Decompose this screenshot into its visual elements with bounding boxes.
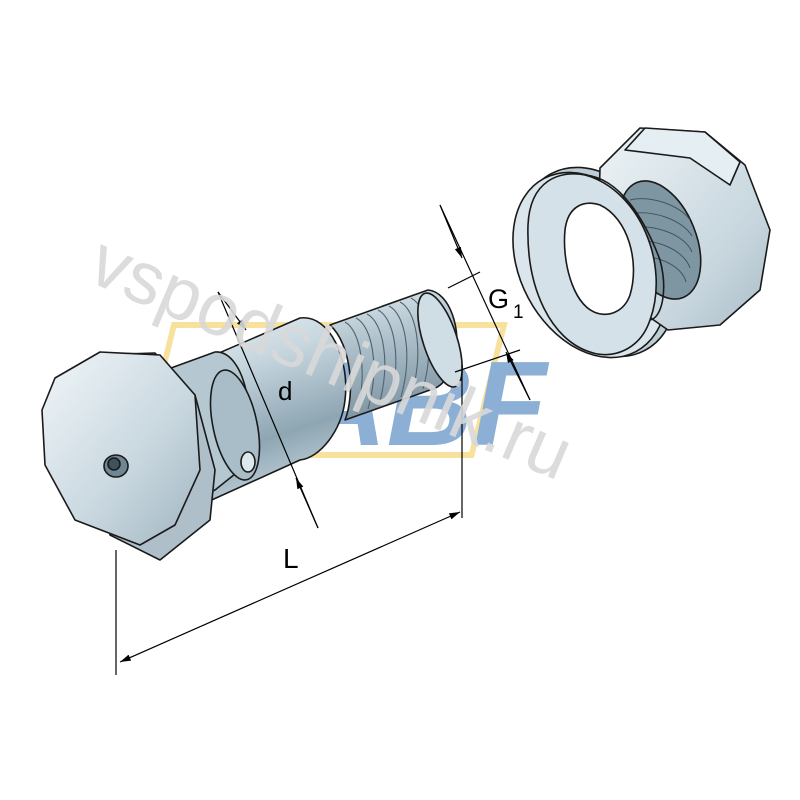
dim-g1-arrow-bottom: [505, 351, 531, 401]
dim-d-arrow-bottom: [295, 477, 319, 529]
dim-g1-line: [439, 204, 531, 401]
washer-edge: [584, 174, 665, 321]
dimension-lines: [115, 204, 531, 675]
dim-g1-arrow-top: [439, 204, 463, 259]
nut-top-face: [624, 127, 741, 186]
dim-g1-ext-top: [447, 271, 481, 289]
label-L: L: [283, 543, 299, 574]
dim-g1-ext-bottom: [454, 349, 521, 373]
label-g: G: [488, 284, 509, 314]
head-pin-hole-inner: [107, 457, 121, 471]
bolt: [41, 289, 463, 561]
dim-d-arrow-top: [217, 291, 247, 331]
thread-end: [417, 292, 463, 388]
shaft-pin: [240, 451, 256, 473]
washer-front: [527, 173, 665, 356]
washer-front-hole: [563, 202, 635, 316]
dim-l-line: [119, 511, 461, 663]
label-g-subscript: 1: [513, 302, 524, 323]
bolt-head-face: [41, 351, 201, 546]
label-d: d: [278, 376, 292, 406]
